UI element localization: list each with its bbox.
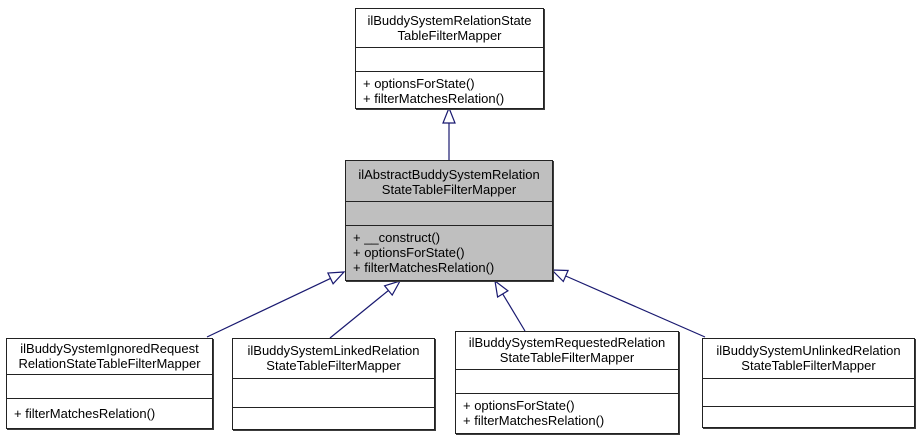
attributes-section [456, 369, 678, 393]
inheritance-arrow-requested-to-abstract [494, 279, 526, 332]
methods-section [233, 407, 434, 429]
method-item: + __construct() [353, 230, 441, 245]
method-item: + optionsForState() [353, 245, 465, 260]
class-name: ilAbstractBuddySystemRelation StateTable… [346, 161, 552, 201]
class-box-ilAbstractBuddySystemRelationStateTableFilterMapper: ilAbstractBuddySystemRelation StateTable… [345, 160, 553, 281]
class-name: ilBuddySystemRequestedRelation StateTabl… [456, 332, 678, 369]
class-box-ilBuddySystemUnlinkedRelationStateTableFilterMapper[interactable]: ilBuddySystemUnlinkedRelation StateTable… [702, 338, 915, 428]
method-item: + filterMatchesRelation() [353, 260, 495, 275]
class-name-line: StateTableFilterMapper [381, 182, 517, 197]
class-name: ilBuddySystemIgnoredRequest RelationStat… [7, 339, 212, 374]
inheritance-arrow-abstract-to-base [442, 106, 456, 160]
method-item: + filterMatchesRelation() [363, 91, 505, 106]
class-name-line: StateTableFilterMapper [499, 350, 635, 365]
inheritance-arrow-unlinked-to-abstract [550, 269, 706, 338]
methods-section: + filterMatchesRelation() [7, 398, 212, 428]
class-name: ilBuddySystemUnlinkedRelation StateTable… [703, 339, 914, 378]
class-name-line: ilBuddySystemUnlinkedRelation [716, 343, 901, 358]
class-name-line: TableFilterMapper [397, 28, 502, 43]
method-item: + optionsForState() [463, 398, 575, 413]
methods-section: + optionsForState() + filterMatchesRelat… [456, 393, 678, 433]
method-item: + filterMatchesRelation() [14, 406, 156, 421]
method-item: + filterMatchesRelation() [463, 413, 605, 428]
inheritance-arrow-linked-to-abstract [329, 279, 402, 339]
inheritance-arrow-ignored-to-abstract [206, 271, 346, 338]
methods-section [703, 406, 914, 427]
class-name: ilBuddySystemLinkedRelation StateTableFi… [233, 339, 434, 378]
attributes-section [356, 47, 543, 71]
method-item: + optionsForState() [363, 76, 475, 91]
class-name-line: ilBuddySystemIgnoredRequest [20, 341, 199, 356]
methods-section: + __construct() + optionsForState() + fi… [346, 225, 552, 280]
class-box-ilBuddySystemIgnoredRequestRelationStateTableFilterMapper[interactable]: ilBuddySystemIgnoredRequest RelationStat… [6, 338, 213, 429]
class-box-ilBuddySystemRequestedRelationStateTableFilterMapper[interactable]: ilBuddySystemRequestedRelation StateTabl… [455, 331, 679, 434]
attributes-section [346, 201, 552, 225]
class-name-line: ilBuddySystemRelationState [367, 13, 532, 28]
class-name-line: StateTableFilterMapper [741, 358, 876, 373]
class-name-line: ilBuddySystemLinkedRelation [247, 343, 420, 358]
class-box-ilBuddySystemLinkedRelationStateTableFilterMapper[interactable]: ilBuddySystemLinkedRelation StateTableFi… [232, 338, 435, 430]
attributes-section [703, 378, 914, 406]
class-name-line: ilAbstractBuddySystemRelation [358, 167, 540, 182]
attributes-section [7, 374, 212, 398]
methods-section: + optionsForState() + filterMatchesRelat… [356, 71, 543, 108]
attributes-section [233, 378, 434, 407]
class-name-line: ilBuddySystemRequestedRelation [468, 335, 666, 350]
class-name-line: StateTableFilterMapper [266, 358, 401, 373]
class-name-line: RelationStateTableFilterMapper [18, 356, 201, 371]
class-name: ilBuddySystemRelationState TableFilterMa… [356, 9, 543, 47]
class-box-ilBuddySystemRelationStateTableFilterMapper[interactable]: ilBuddySystemRelationState TableFilterMa… [355, 8, 544, 109]
